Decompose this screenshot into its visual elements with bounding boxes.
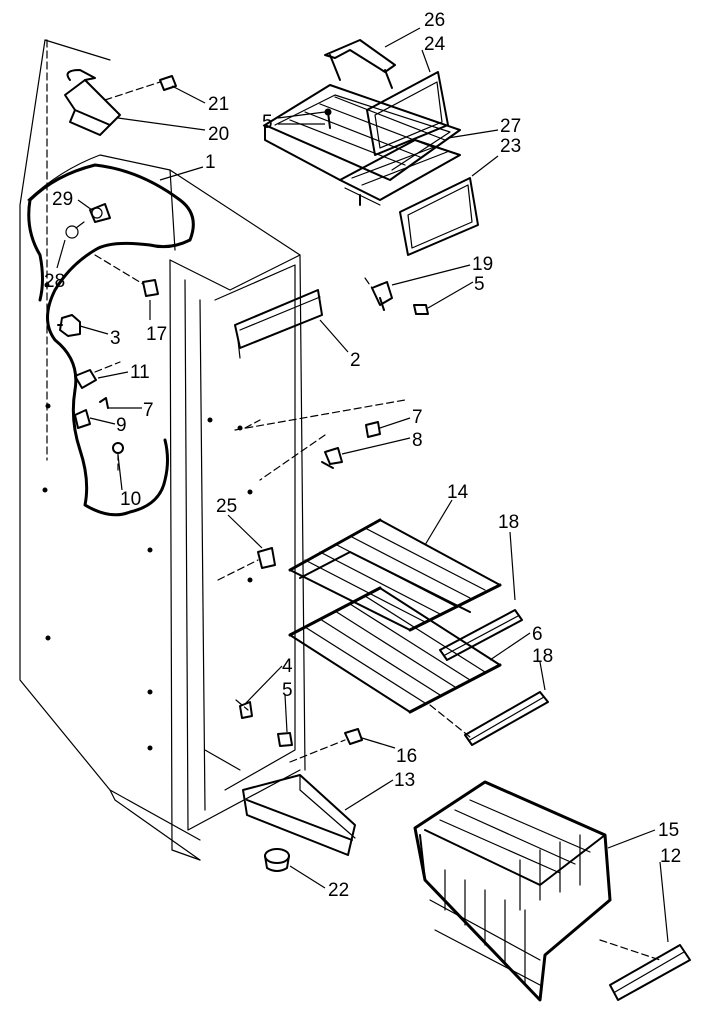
wiring-harness-cover xyxy=(27,163,195,517)
control-clip xyxy=(94,254,159,297)
handle-bar xyxy=(324,39,396,89)
callout-27: 27 xyxy=(500,116,521,137)
callout-4: 4 xyxy=(282,656,293,677)
callout-7-left: 7 xyxy=(143,400,154,421)
callout-11: 11 xyxy=(130,362,150,383)
callout-21: 21 xyxy=(208,94,229,115)
callout-5-bracket: 5 xyxy=(282,680,293,701)
light-bulb xyxy=(65,221,85,239)
light-shield xyxy=(371,281,393,311)
callouts: 26 24 21 20 1 5 27 23 29 28 17 3 19 5 2 … xyxy=(44,10,681,901)
callout-18-lower: 18 xyxy=(532,646,553,667)
callout-23: 23 xyxy=(500,136,521,157)
shelf-screw xyxy=(324,108,332,129)
callout-1: 1 xyxy=(205,152,216,173)
light-socket xyxy=(89,203,111,223)
shelf-trim xyxy=(429,609,549,746)
shield-screw xyxy=(364,277,429,315)
callout-9: 9 xyxy=(116,415,127,436)
callout-26: 26 xyxy=(424,10,445,31)
callout-10: 10 xyxy=(120,489,141,510)
callout-7-right: 7 xyxy=(412,407,423,428)
freezer-liner xyxy=(19,39,306,861)
callout-3: 3 xyxy=(110,328,121,349)
callout-24: 24 xyxy=(424,34,446,55)
thermostat xyxy=(57,314,81,337)
callout-5-shelf: 5 xyxy=(262,112,273,133)
dispenser-handle xyxy=(64,69,121,136)
callout-16: 16 xyxy=(396,746,417,767)
callout-28: 28 xyxy=(44,271,65,292)
callout-19: 19 xyxy=(472,254,493,275)
callout-15: 15 xyxy=(658,820,679,841)
toe-grille xyxy=(242,774,356,856)
lower-bracket xyxy=(235,699,293,747)
leader-lines xyxy=(56,27,669,943)
grille-screw xyxy=(289,728,363,763)
leveling-foot xyxy=(264,848,290,872)
light-switch xyxy=(74,361,121,389)
callout-29: 29 xyxy=(52,189,73,210)
callout-8: 8 xyxy=(412,430,423,451)
callout-18-upper: 18 xyxy=(498,512,519,533)
wire-basket xyxy=(413,780,661,1002)
shelf-bracket xyxy=(234,399,406,481)
basket-trim xyxy=(609,944,691,1001)
callout-2: 2 xyxy=(350,350,361,371)
callout-6: 6 xyxy=(532,624,543,645)
callout-17: 17 xyxy=(146,324,167,345)
callout-13: 13 xyxy=(394,770,415,791)
shelf-front-panel xyxy=(399,177,479,256)
callout-25: 25 xyxy=(216,496,237,517)
callout-5-shield: 5 xyxy=(474,274,485,295)
callout-12: 12 xyxy=(660,846,681,867)
callout-22: 22 xyxy=(328,880,349,901)
cam-clip xyxy=(217,547,276,581)
wire-shelf-lower xyxy=(288,586,502,714)
handle-screw xyxy=(104,75,177,101)
callout-20: 20 xyxy=(208,124,229,145)
ice-bucket-shelf xyxy=(264,84,461,206)
callout-14: 14 xyxy=(447,482,469,503)
wire-shelf-upper xyxy=(288,518,502,632)
switch-bracket xyxy=(74,397,109,429)
air-diffuser xyxy=(234,289,323,359)
ice-bin-front xyxy=(366,71,449,156)
